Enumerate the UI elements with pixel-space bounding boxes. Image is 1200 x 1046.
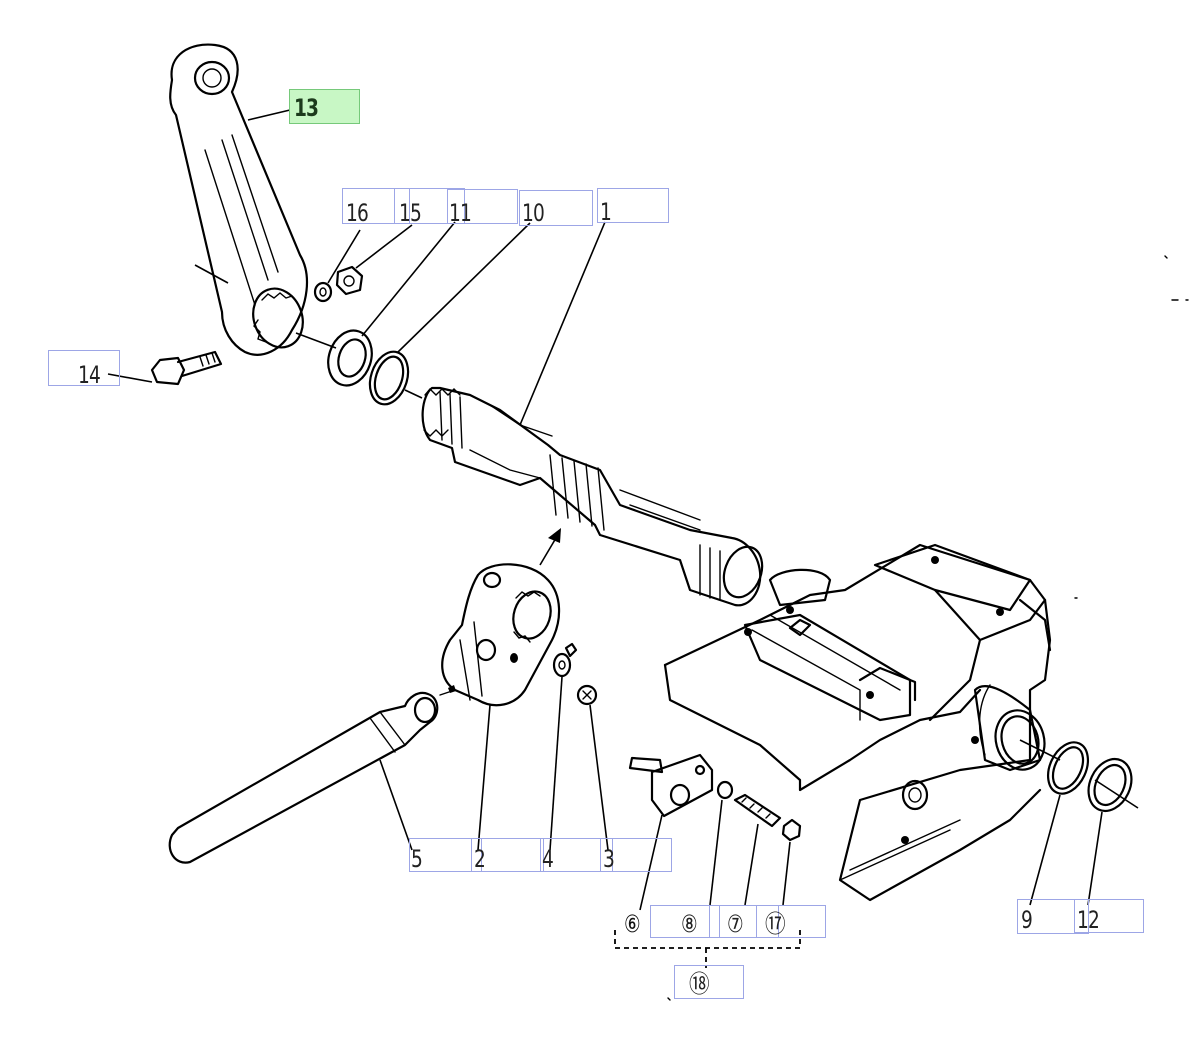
pin-plate-part <box>628 753 714 911</box>
callout-8-label: ⑧ <box>681 910 698 938</box>
lift-housing-part <box>663 543 1061 902</box>
cross-shaft-part <box>421 221 764 607</box>
small-nut-part <box>576 684 609 851</box>
callout-14-label: 14 <box>78 361 101 389</box>
callout-3[interactable]: 3 <box>600 838 672 872</box>
callout-12-label: 12 <box>1077 906 1100 934</box>
callout-4-label: 4 <box>542 845 554 873</box>
callout-18[interactable]: ⑱ <box>674 965 744 999</box>
assembly-group-bracket <box>614 930 801 968</box>
callout-16-label: 16 <box>346 199 369 227</box>
lift-arm-part <box>169 43 309 356</box>
clip-part <box>549 642 578 851</box>
callout-3-label: 3 <box>603 845 615 873</box>
callout-11[interactable]: 11 <box>447 189 518 227</box>
callout-13[interactable]: 13 <box>289 89 360 124</box>
callout-10-label: 10 <box>522 199 545 227</box>
callout-2-label: 2 <box>474 845 486 873</box>
callout-9-label: 9 <box>1021 906 1033 934</box>
callout-17-label: ⑰ <box>765 910 786 938</box>
callout-16[interactable]: 16 <box>342 188 410 227</box>
callout-17[interactable]: ⑰ <box>756 905 826 938</box>
callout-4[interactable]: 4 <box>540 838 613 872</box>
callout-15[interactable]: 15 <box>394 188 465 227</box>
label-6: ⑥ <box>624 910 641 938</box>
seal-12-part <box>1087 758 1139 906</box>
o-ring-part <box>368 222 531 406</box>
stud-part <box>733 793 782 906</box>
callout-5[interactable]: 5 <box>409 838 482 872</box>
lock-washer-part <box>313 229 361 303</box>
callout-11-label: 11 <box>449 199 472 227</box>
callout-8[interactable]: ⑧ <box>650 905 720 938</box>
callout-18-label: ⑱ <box>689 970 710 998</box>
callout-2[interactable]: 2 <box>471 838 544 872</box>
callout-12[interactable]: 12 <box>1074 899 1144 933</box>
callout-13-label: 13 <box>294 94 319 122</box>
callout-1-label: 1 <box>600 198 612 226</box>
spacer-washer-part <box>295 221 456 387</box>
nut-17-part <box>781 818 802 906</box>
bolt-part <box>107 350 223 386</box>
callout-10[interactable]: 10 <box>519 190 593 226</box>
nut-part <box>335 224 413 296</box>
o-ring-9-part <box>1029 741 1090 906</box>
lift-rod-part <box>168 685 456 864</box>
lift-crank-part <box>441 563 561 851</box>
callout-7-label: ⑦ <box>727 910 744 938</box>
callout-15-label: 15 <box>399 199 422 227</box>
callout-9[interactable]: 9 <box>1017 899 1089 934</box>
callout-14[interactable]: 14 <box>48 350 120 389</box>
assembly-arrow <box>539 528 561 566</box>
callout-1[interactable]: 1 <box>597 188 669 226</box>
callout-5-label: 5 <box>411 845 423 873</box>
washer-8-part <box>709 780 734 906</box>
callout-7[interactable]: ⑦ <box>709 905 779 938</box>
